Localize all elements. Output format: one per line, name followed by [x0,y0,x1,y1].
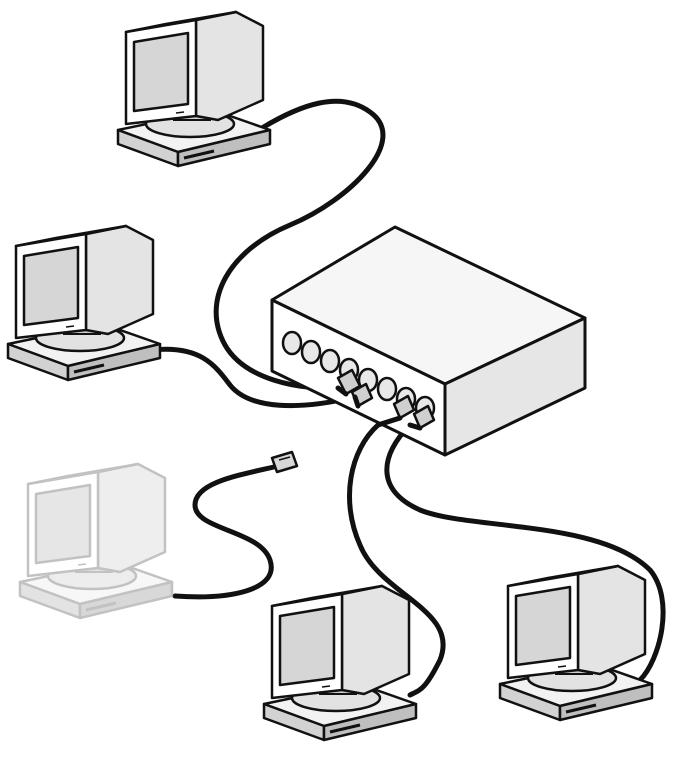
loose-connector-icon [272,452,297,472]
computer-faded [20,464,172,618]
hub-port [378,378,396,400]
computer-left [8,226,160,380]
network-hub [272,227,585,455]
computer-top [118,12,270,166]
cable-faded-computer [175,466,278,597]
hub-port [321,350,339,372]
hub-port [302,341,320,363]
computer-bottom-center [264,586,416,740]
computer-bottom-right [500,566,652,720]
hub-port [283,332,301,354]
